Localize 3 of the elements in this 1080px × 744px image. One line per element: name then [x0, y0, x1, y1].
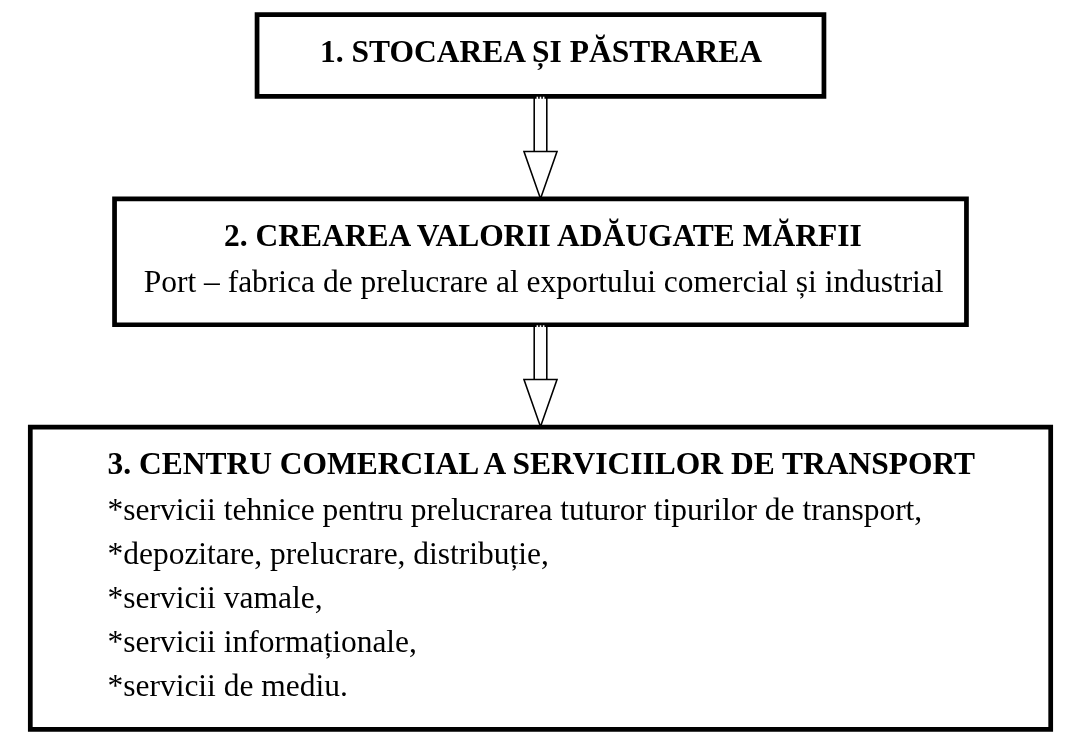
node-box: 3. CENTRU COMERCIAL A SERVICIILOR DE TRANSPORT *servicii tehnice pentru prelucrarea tuturor tipurilor de transport, *depozitare, prelucrare, distribuție, *servicii vamale, *servicii informaționale, *servicii de mediu. — [27, 424, 1053, 732]
node-box: 1. STOCAREA ȘI PĂSTRAREA — [254, 12, 826, 99]
node-box: 2. CREAREA VALORII ADĂUGATE MĂRFII Port – fabrica de prelucrare al exportului comercial și industrial — [111, 196, 969, 328]
